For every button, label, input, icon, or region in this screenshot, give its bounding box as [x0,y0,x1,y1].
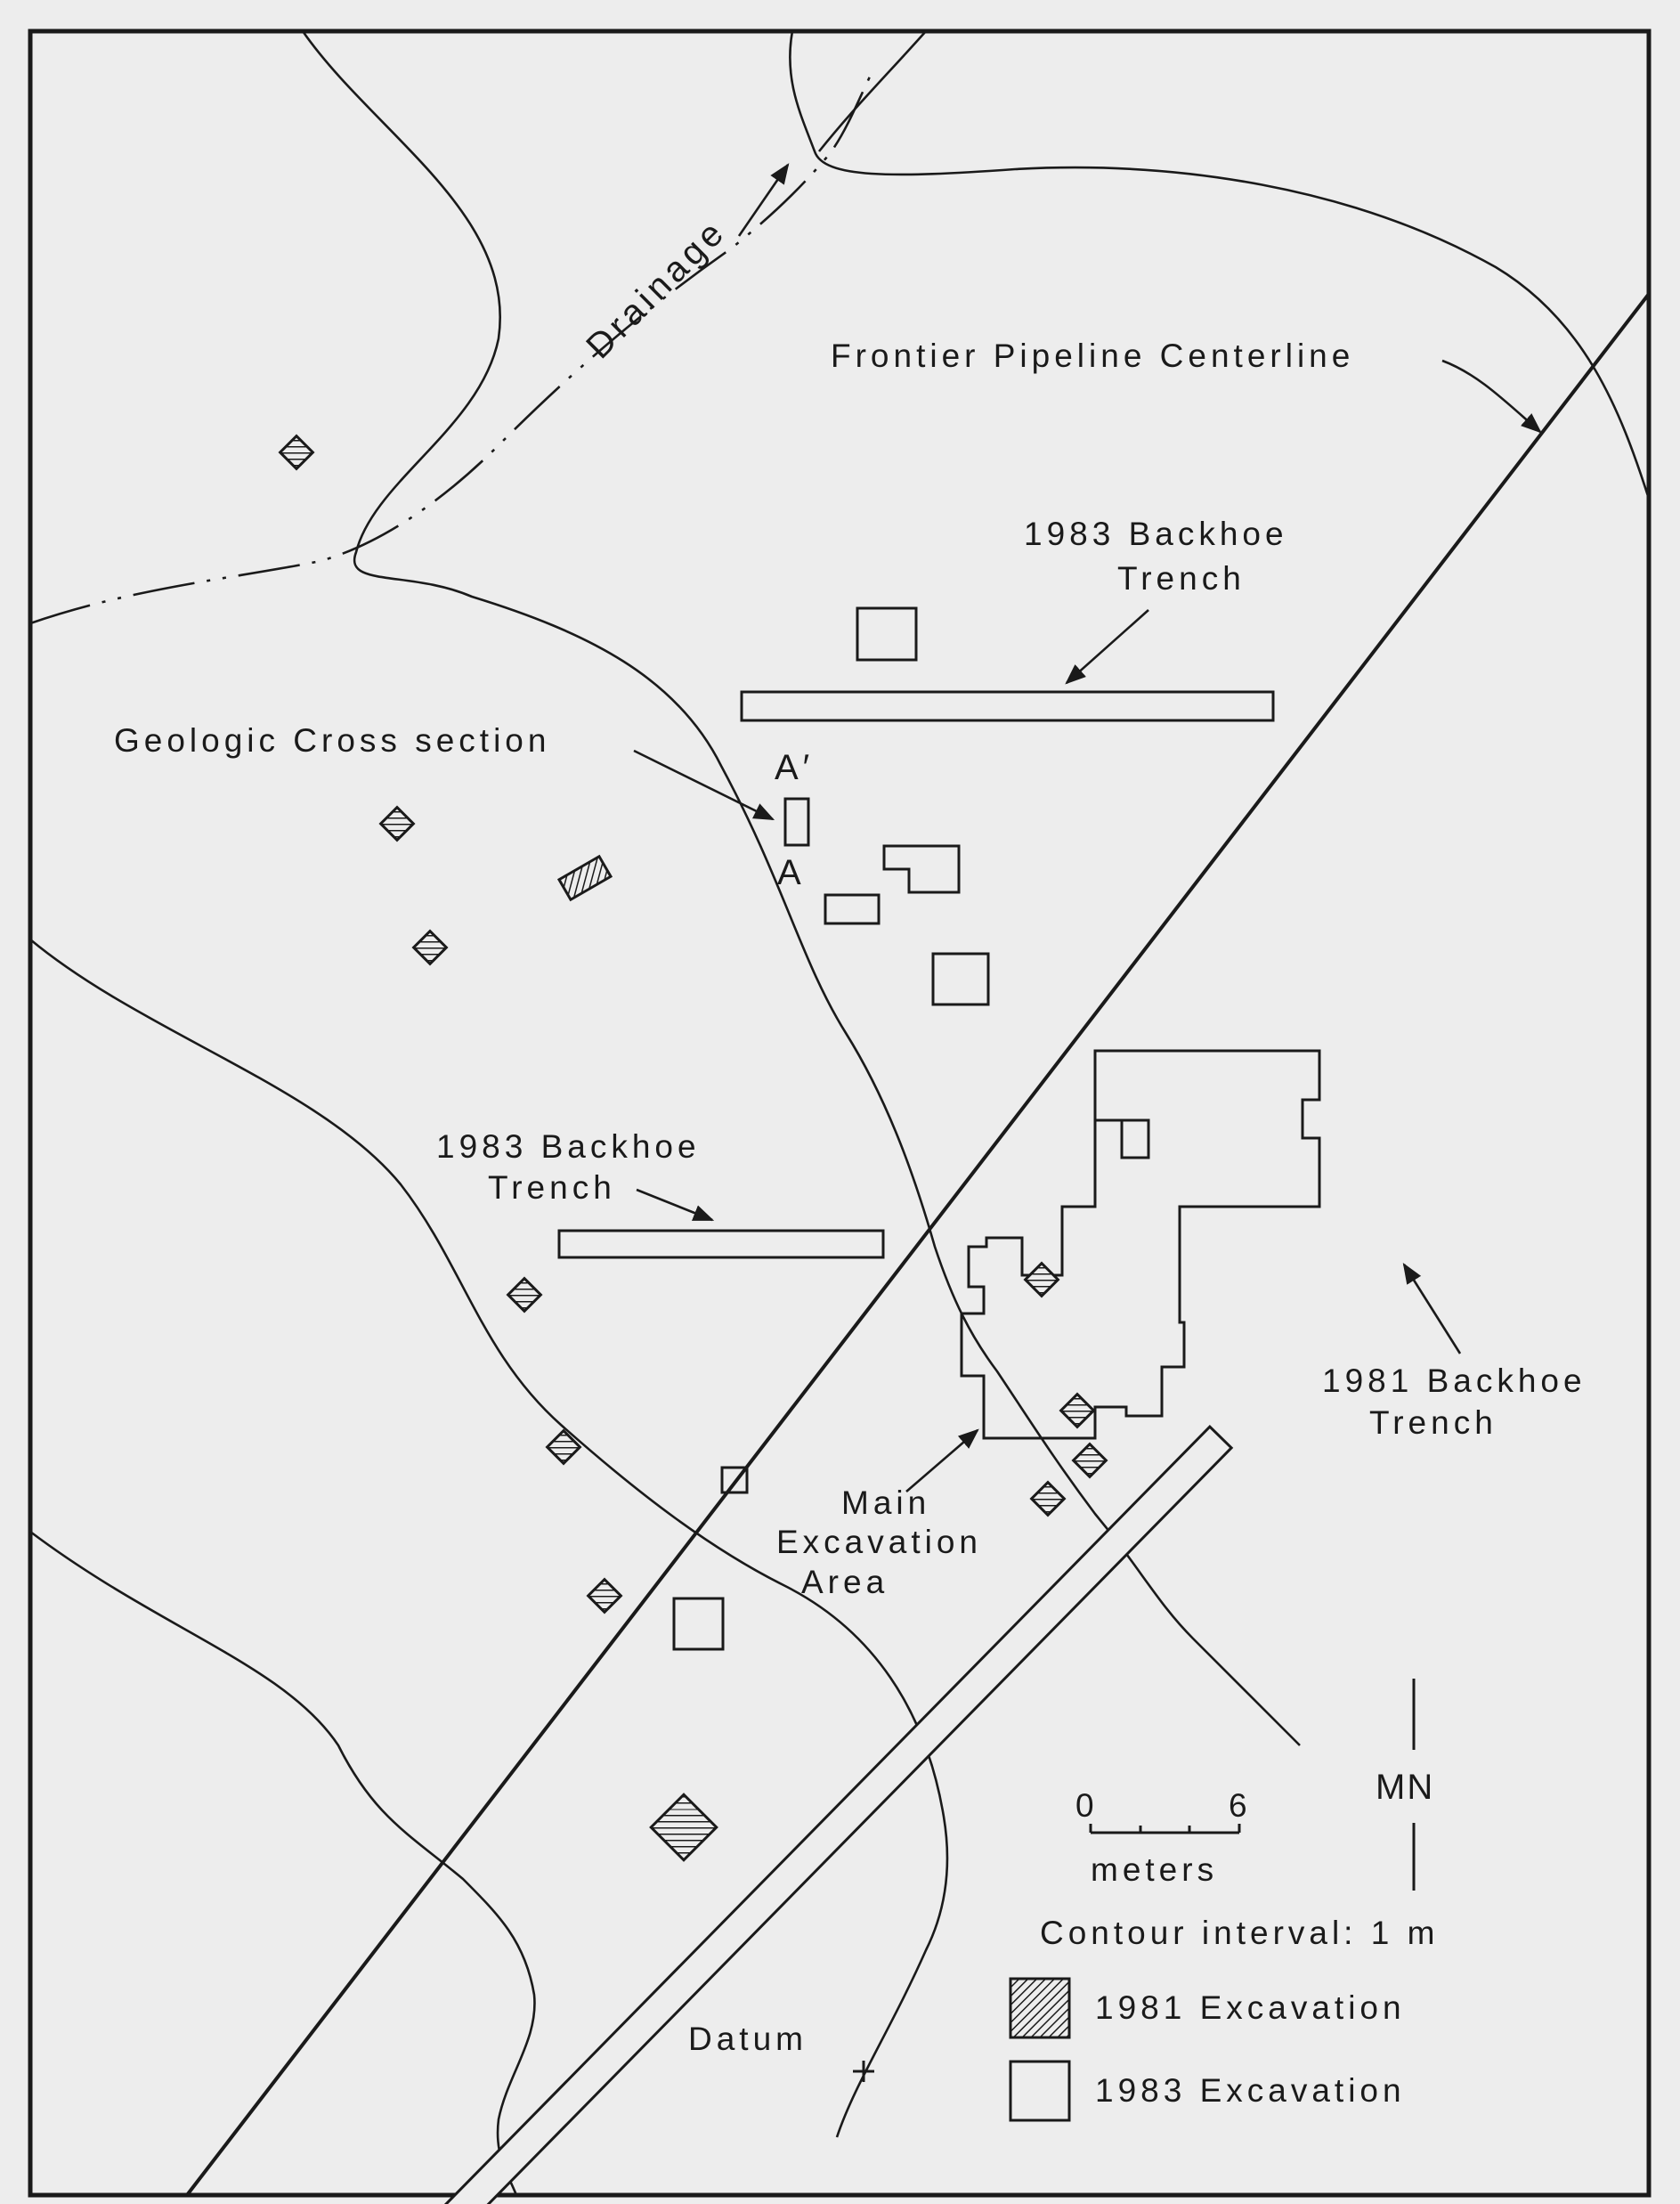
excavation-1981-unit [1059,1392,1096,1429]
drainage-arrow [737,163,790,237]
drainage-line [29,70,874,625]
excavation-1983-unit [824,893,881,925]
excavation-1981-unit [411,929,449,966]
excavations-1981 [278,434,1108,1862]
excavation-1981-unit [1023,1261,1060,1298]
trench-1983-mid-label-line1: 1983 Backhoe [436,1128,701,1165]
cross-section-label: Geologic Cross section [114,722,550,759]
pipeline-centerline [185,292,1651,2197]
scale-bar: 0 6 meters [1075,1787,1252,1888]
legend: Contour interval: 1 m 1981 Excavation 19… [1009,1915,1439,2122]
main-area-label-line1: Main [841,1484,930,1521]
scale-unit-label: meters [1091,1851,1218,1888]
legend-1983-swatch [1009,2060,1071,2122]
contour-line-1 [301,30,1301,1746]
legend-1981-swatch [1009,1977,1071,2039]
trench-1981-arrow [1402,1263,1462,1354]
trench-1983-mid [557,1229,885,1259]
leader-arrows [633,163,1542,1492]
trench-1983-top-label-line1: 1983 Backhoe [1024,516,1288,552]
trench-1983-mid-arrow [636,1188,715,1222]
trench-1983-top-label-line2: Trench [1117,560,1246,597]
excavation-1983-unit [720,1466,749,1494]
excavation-1983-unit [882,844,961,894]
excavation-1983-unit [783,797,810,847]
north-arrow: MN [1376,1679,1434,1891]
contour-line-3 [29,1530,536,2196]
cross-section-arrow [633,749,775,821]
contour-interval-label: Contour interval: 1 m [1040,1915,1439,1951]
excavation-1981-unit [278,434,315,471]
excavation-1983-unit [672,1597,725,1651]
main-excavation-outline [960,1049,1321,1440]
trench-1983-mid-label-line2: Trench [488,1169,616,1206]
trench-1983-top [740,690,1275,722]
trench-1981-label-line2: Trench [1369,1404,1497,1441]
contour-line-4 [789,30,1651,500]
excavation-1981-unit [1071,1442,1108,1479]
pipeline-arrow [1441,359,1542,434]
excavation-1983-unit [856,606,918,662]
legend-1983-label: 1983 Excavation [1095,2072,1406,2109]
datum-label: Datum [688,2021,808,2057]
trench-1981-label-line1: 1981 Backhoe [1322,1362,1587,1399]
contour-lines [29,30,1651,2196]
datum-marker [853,2061,874,2082]
contour-line-5 [817,30,927,152]
scale-start-label: 0 [1075,1787,1099,1824]
trench-1983-top-arrow [1065,609,1149,685]
main-area-label-line2: Excavation [776,1524,982,1560]
excavations-1983 [672,606,990,1651]
scale-end-label: 6 [1229,1787,1252,1824]
section-a-prime-label: A′ [775,748,814,787]
section-a-label: A [777,853,806,892]
excavation-1981-unit [1029,1480,1067,1517]
excavation-1981-unit [378,805,416,842]
excavation-1981-unit [556,854,613,902]
main-area-arrow [905,1428,979,1492]
excavation-1981-unit [649,1793,718,1862]
contour-line-2 [29,939,949,2138]
excavation-1981-unit [586,1577,623,1614]
north-arrow-label: MN [1376,1768,1434,1807]
pipeline-label: Frontier Pipeline Centerline [831,338,1354,374]
excavation-1981-unit [506,1276,543,1313]
excavation-1981-unit [545,1428,582,1466]
excavation-1983-unit [931,952,990,1006]
legend-1981-label: 1981 Excavation [1095,1989,1406,2026]
trench-1981 [427,1424,1234,2204]
main-area-label-line3: Area [801,1564,889,1600]
